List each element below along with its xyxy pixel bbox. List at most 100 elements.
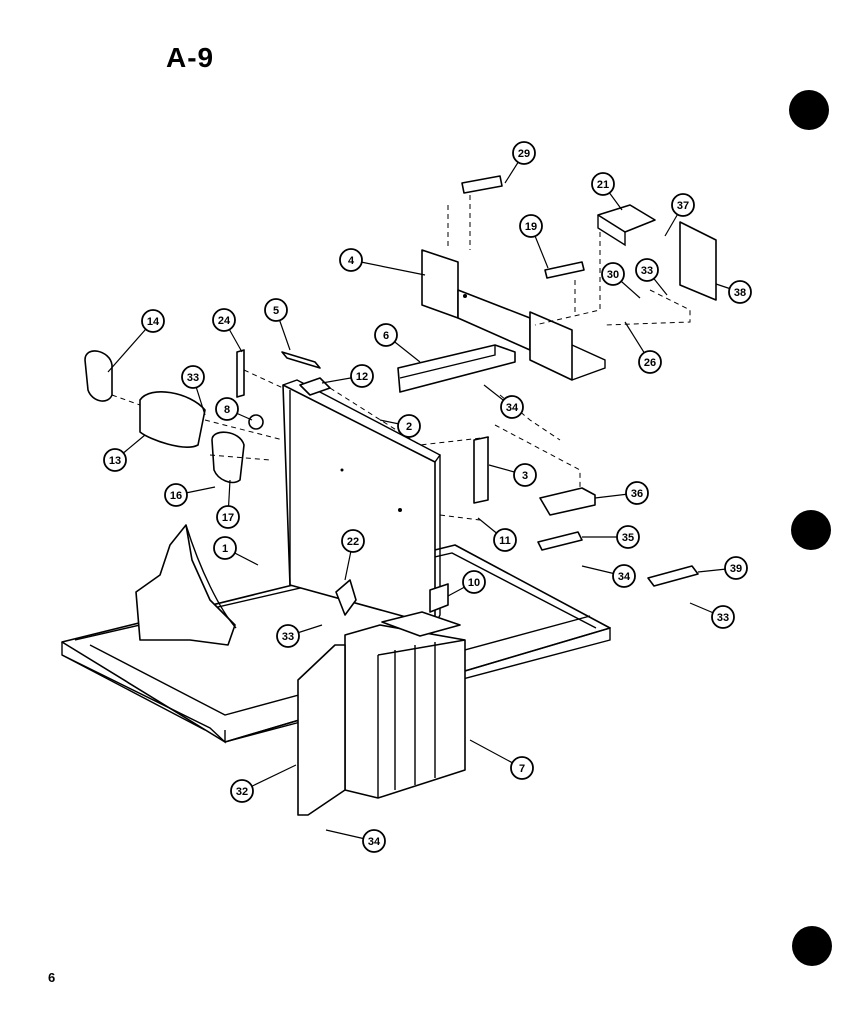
front-panel-assembly: [344, 611, 466, 799]
callout-circle: [510, 756, 534, 780]
callout-number: 33: [187, 372, 199, 384]
callout-number: 4: [348, 255, 355, 267]
callout-circle: [635, 258, 659, 282]
rear-support-bracket: [421, 249, 606, 381]
callout-circle: [500, 395, 524, 419]
callout-circle: [601, 262, 625, 286]
callout-7: 7: [510, 756, 534, 780]
callout-circle: [513, 463, 537, 487]
callout-circle: [216, 505, 240, 529]
callout-circle: [519, 214, 543, 238]
clip-12: [299, 377, 331, 396]
foam-block-13: [139, 391, 206, 448]
callout-number: 36: [631, 488, 643, 500]
callout-number: 11: [499, 535, 511, 547]
callout-37: 37: [671, 193, 695, 217]
callout-circle: [493, 528, 517, 552]
callout-circle: [625, 481, 649, 505]
callout-number: 32: [236, 786, 248, 798]
callout-34: 34: [500, 395, 524, 419]
callout-19: 19: [519, 214, 543, 238]
bracket-3: [473, 436, 489, 504]
callout-number: 8: [224, 404, 230, 416]
strip-35: [537, 531, 583, 551]
callout-number: 5: [273, 305, 279, 317]
binder-hole-bottom: [792, 926, 832, 966]
callout-number: 13: [109, 455, 121, 467]
callout-circle: [350, 364, 374, 388]
callout-circle: [103, 448, 127, 472]
binder-holes: [789, 90, 832, 966]
callout-circle: [164, 483, 188, 507]
callout-21: 21: [591, 172, 615, 196]
callout-number: 22: [347, 536, 359, 548]
callout-14: 14: [141, 309, 165, 333]
clip-22: [335, 579, 357, 616]
page-number: 6: [48, 970, 56, 985]
callout-number: 26: [644, 357, 656, 369]
callout-number: 2: [406, 421, 412, 433]
binder-hole-top: [789, 90, 829, 130]
callout-33: 33: [635, 258, 659, 282]
callout-38: 38: [728, 280, 752, 304]
callout-36: 36: [625, 481, 649, 505]
callout-number: 34: [618, 571, 631, 583]
callout-circle: [339, 248, 363, 272]
callout-number: 17: [222, 512, 234, 524]
callout-number: 3: [522, 470, 528, 482]
bracket-21: [597, 204, 656, 233]
callout-circle: [362, 829, 386, 853]
callout-10: 10: [462, 570, 486, 594]
grommet-8: [248, 414, 264, 430]
binder-hole-middle: [791, 510, 831, 550]
rod-24: [236, 349, 245, 398]
callout-17: 17: [216, 505, 240, 529]
callout-33: 33: [276, 624, 300, 648]
callout-1: 1: [213, 536, 237, 560]
callout-3: 3: [513, 463, 537, 487]
callout-number: 38: [734, 287, 746, 299]
callout-29: 29: [512, 141, 536, 165]
callout-circle: [276, 624, 300, 648]
callout-circle: [638, 350, 662, 374]
callout-circle: [671, 193, 695, 217]
callout-circle: [212, 308, 236, 332]
diagram-title: A-9: [166, 42, 215, 73]
callout-circle: [612, 564, 636, 588]
callout-11: 11: [493, 528, 517, 552]
callout-33: 33: [181, 365, 205, 389]
callout-number: 34: [368, 836, 381, 848]
strip-5: [281, 351, 321, 369]
callout-circle: [728, 280, 752, 304]
block-10: [429, 583, 449, 613]
callout-12: 12: [350, 364, 374, 388]
callout-4: 4: [339, 248, 363, 272]
strip-39: [647, 565, 699, 587]
mount-17: [211, 431, 245, 484]
callout-number: 21: [597, 179, 609, 191]
callout-circle: [724, 556, 748, 580]
callout-number: 33: [282, 631, 294, 643]
callout-circle: [230, 779, 254, 803]
callout-circle: [591, 172, 615, 196]
callout-circle: [341, 529, 365, 553]
callout-number: 30: [607, 269, 619, 281]
callout-number: 33: [717, 612, 729, 624]
callout-30: 30: [601, 262, 625, 286]
callout-number: 16: [170, 490, 182, 502]
callout-circle: [512, 141, 536, 165]
callout-circle: [374, 323, 398, 347]
callout-13: 13: [103, 448, 127, 472]
callout-5: 5: [264, 298, 288, 322]
side-insulation-panel: [135, 524, 236, 646]
strip-19: [544, 261, 585, 279]
callout-16: 16: [164, 483, 188, 507]
callout-number: 35: [622, 532, 634, 544]
callout-circle: [616, 525, 640, 549]
callout-39: 39: [724, 556, 748, 580]
callout-number: 7: [519, 763, 525, 775]
callout-22: 22: [341, 529, 365, 553]
callout-circle: [397, 414, 421, 438]
